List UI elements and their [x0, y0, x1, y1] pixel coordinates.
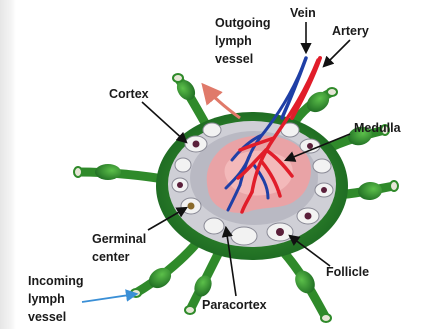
label-incoming-1: Incoming — [28, 274, 84, 288]
label-vein: Vein — [290, 6, 316, 20]
follicle — [203, 123, 221, 137]
follicle — [172, 178, 188, 192]
follicle — [204, 218, 224, 234]
follicle — [315, 183, 333, 197]
follicle — [185, 136, 207, 152]
label-incoming-2: lymph — [28, 292, 65, 306]
label-germinal-1: Germinal — [92, 232, 146, 246]
label-cortex: Cortex — [109, 87, 149, 101]
label-paracortex: Paracortex — [202, 298, 267, 312]
follicle — [297, 208, 319, 224]
label-outgoing-3: vessel — [215, 52, 253, 66]
follicle — [175, 158, 191, 172]
label-follicle: Follicle — [326, 265, 369, 279]
label-incoming-3: vessel — [28, 310, 66, 324]
label-outgoing-2: lymph — [215, 34, 252, 48]
artery-pointer — [324, 40, 350, 66]
follicle — [313, 159, 331, 173]
label-germinal-2: center — [92, 250, 130, 264]
vessel-left-upper — [78, 172, 170, 180]
incoming-lymph-arrow — [82, 294, 136, 302]
outgoing-lymph-arrow — [204, 86, 240, 118]
label-artery: Artery — [332, 24, 369, 38]
label-outgoing-1: Outgoing — [215, 16, 271, 30]
follicle — [267, 223, 293, 241]
follicle — [181, 198, 201, 214]
cortex-pointer — [142, 102, 186, 142]
follicle — [231, 227, 257, 245]
label-medulla: Medulla — [354, 121, 402, 135]
